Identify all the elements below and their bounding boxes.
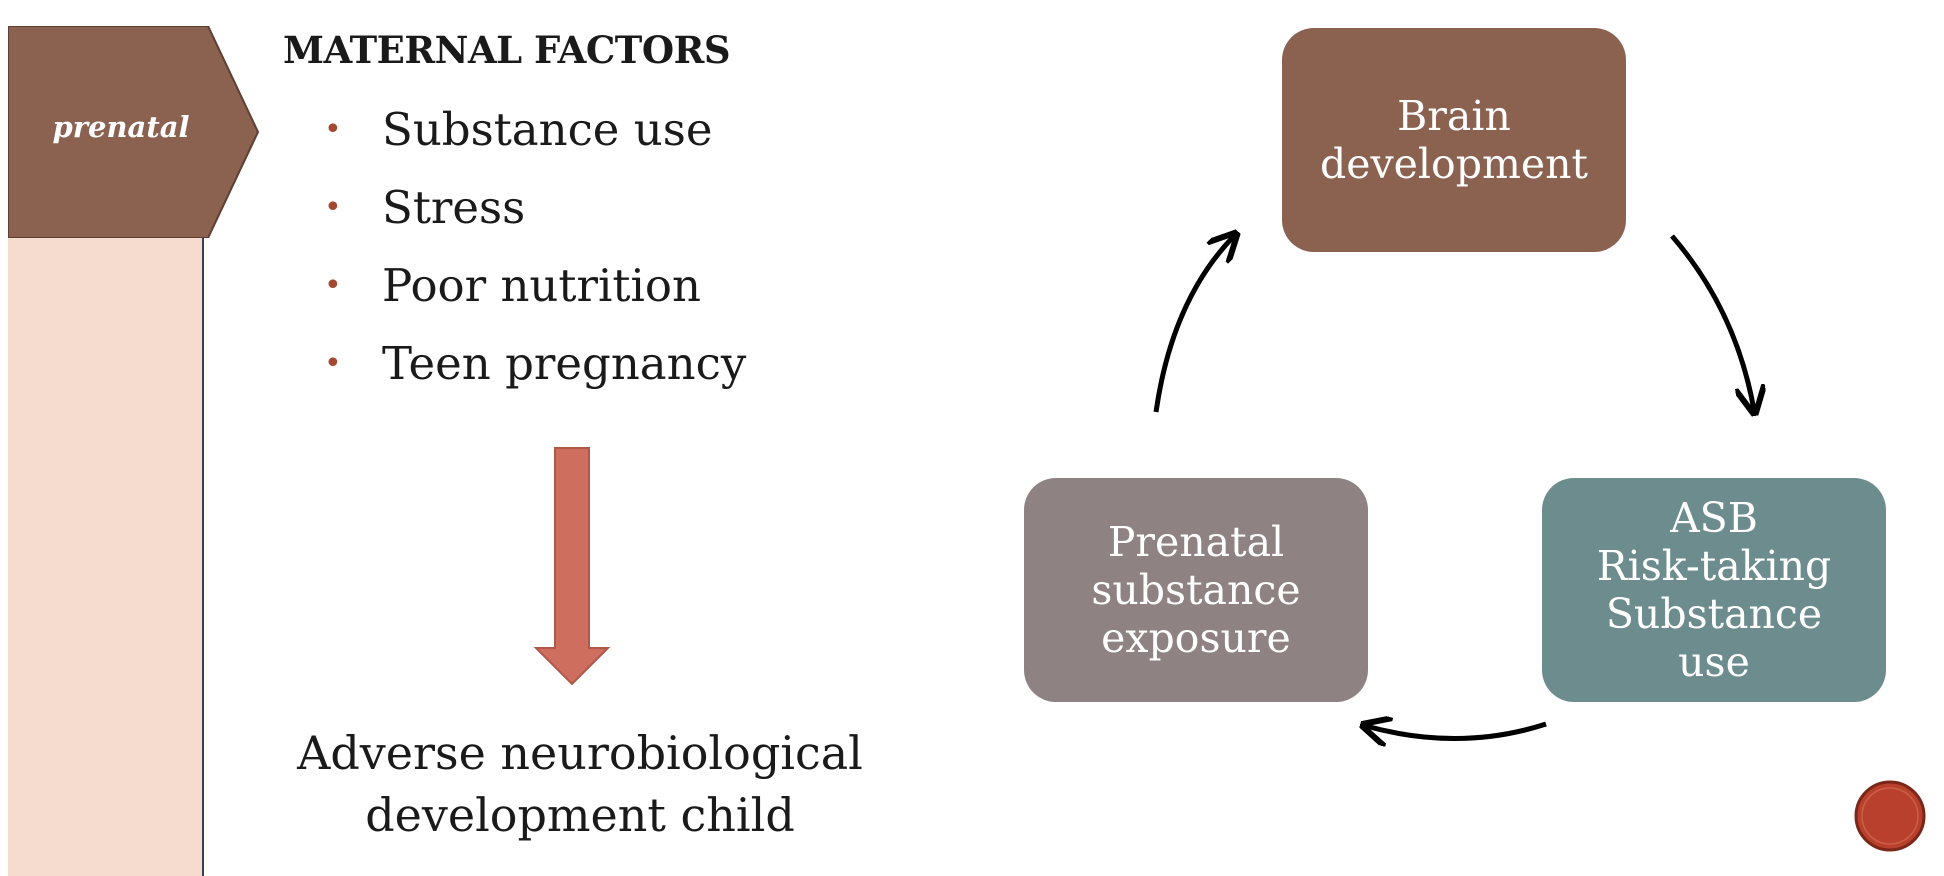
arrow-asb-to-prenatal [1366,724,1547,739]
maternal-factors-list: • Substance use • Stress • Poor nutritio… [320,98,746,410]
list-item: • Teen pregnancy [320,332,746,410]
down-arrow-icon [533,447,611,686]
bullet-icon: • [324,190,342,225]
sidebar-strip [8,236,204,876]
list-item: • Stress [320,176,746,254]
list-item: • Substance use [320,98,746,176]
node-asb-risk-taking: ASB Risk-taking Substance use [1542,478,1886,702]
bullet-icon: • [324,112,342,147]
outcome-text: Adverse neurobiological development chil… [260,722,900,846]
node-prenatal-exposure: Prenatal substance exposure [1024,478,1368,702]
slide-nav-button[interactable] [1852,778,1928,854]
outcome-line-1: Adverse neurobiological [297,726,863,780]
list-item-text: Substance use [382,103,713,156]
bullet-icon: • [324,346,342,381]
list-item-text: Teen pregnancy [382,337,747,390]
sidebar-tab-shape [8,26,260,238]
arrow-prenatal-to-brain [1153,236,1234,413]
list-item: • Poor nutrition [320,254,746,332]
sidebar-tab-prenatal[interactable]: prenatal [8,26,260,238]
node-brain-development: Brain development [1282,28,1626,252]
node-label: Brain development [1319,92,1588,188]
list-item-text: Stress [382,181,526,234]
list-item-text: Poor nutrition [382,259,701,312]
node-label: Prenatal substance exposure [1091,518,1301,662]
arrow-brain-to-asb [1670,234,1754,410]
bullet-icon: • [324,268,342,303]
node-label: ASB Risk-taking Substance use [1596,494,1832,686]
sidebar-tab-label: prenatal [52,110,190,144]
outcome-line-2: development child [365,788,795,842]
maternal-factors-heading: MATERNAL FACTORS [283,28,731,72]
